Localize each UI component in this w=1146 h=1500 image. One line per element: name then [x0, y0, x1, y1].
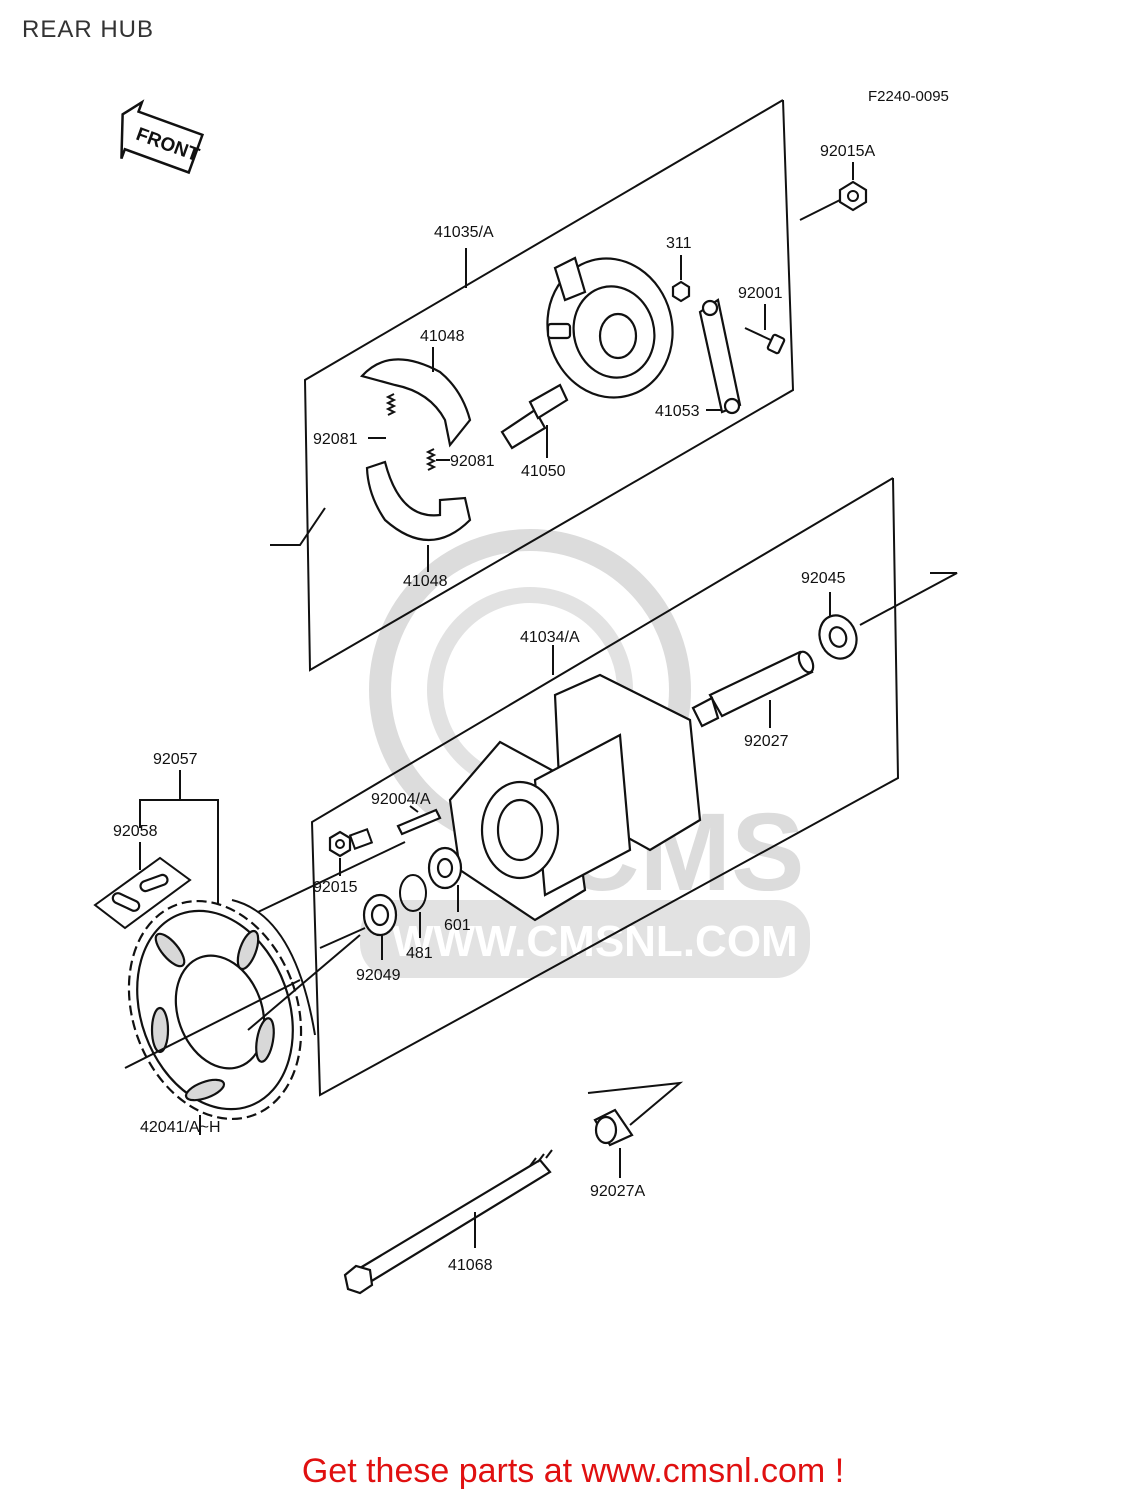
callout-92001: 92001 [738, 285, 783, 302]
axle-41068 [343, 1149, 553, 1295]
sprocket-42041 [127, 899, 303, 1121]
callout-481: 481 [406, 945, 433, 962]
callout-41068: 41068 [448, 1257, 493, 1274]
nut-92015A [838, 180, 868, 212]
parts-diagram: CMS WWW.CMSNL.COM FRONT [93, 99, 958, 1295]
watermark: CMS WWW.CMSNL.COM [360, 529, 810, 978]
master-link-92058 [93, 856, 192, 930]
spring-92081-right [425, 448, 437, 471]
callout-41035A: 41035/A [434, 224, 494, 241]
callout-41034A: 41034/A [520, 629, 580, 646]
callout-41048-top: 41048 [420, 328, 465, 345]
nut-92015 [328, 828, 374, 858]
nut-311 [671, 280, 691, 303]
circlip-481 [399, 874, 427, 912]
callout-92015A: 92015A [820, 143, 875, 160]
watermark-url: WWW.CMSNL.COM [392, 917, 798, 966]
bearing-92045 [818, 614, 858, 660]
callout-92045: 92045 [801, 570, 846, 587]
spring-92081-left [385, 393, 397, 416]
callout-92081-right: 92081 [450, 453, 495, 470]
callout-41050: 41050 [521, 463, 566, 480]
callout-92081-left: 92081 [313, 431, 358, 448]
callout-92015: 92015 [313, 879, 358, 896]
callout-92027: 92027 [744, 733, 789, 750]
diagram-code: F2240-0095 [868, 88, 949, 105]
callout-92004A: 92004/A [371, 791, 431, 808]
brake-lever-41053 [698, 298, 742, 415]
hub-group-frame [310, 477, 900, 1097]
callout-42041: 42041/A~H [140, 1119, 221, 1136]
bolt-92001 [744, 327, 786, 355]
callout-41048-bottom: 41048 [403, 573, 448, 590]
callout-41053: 41053 [655, 403, 700, 420]
collar-92027 [691, 650, 815, 728]
brake-group-frame [303, 99, 795, 672]
brake-panel [546, 256, 674, 399]
front-arrow-icon: FRONT [120, 99, 205, 175]
seal-92049 [362, 893, 398, 937]
callout-311: 311 [666, 235, 692, 252]
brake-cam-41050 [500, 383, 569, 450]
spacer-92027A [593, 1108, 634, 1147]
rear-hub-41034 [448, 673, 702, 922]
brake-shoe-upper [359, 358, 472, 448]
page-title: REAR HUB [22, 16, 155, 43]
footer-promo-text[interactable]: Get these parts at www.cmsnl.com ! [301, 1452, 845, 1490]
callout-92027A: 92027A [590, 1183, 645, 1200]
callout-92049: 92049 [356, 967, 401, 984]
callout-92058: 92058 [113, 823, 158, 840]
stud-92004A [396, 808, 442, 836]
bearing-601 [427, 846, 463, 890]
callout-92057: 92057 [153, 751, 198, 768]
callout-601: 601 [444, 917, 471, 934]
brake-shoe-lower [365, 460, 472, 541]
